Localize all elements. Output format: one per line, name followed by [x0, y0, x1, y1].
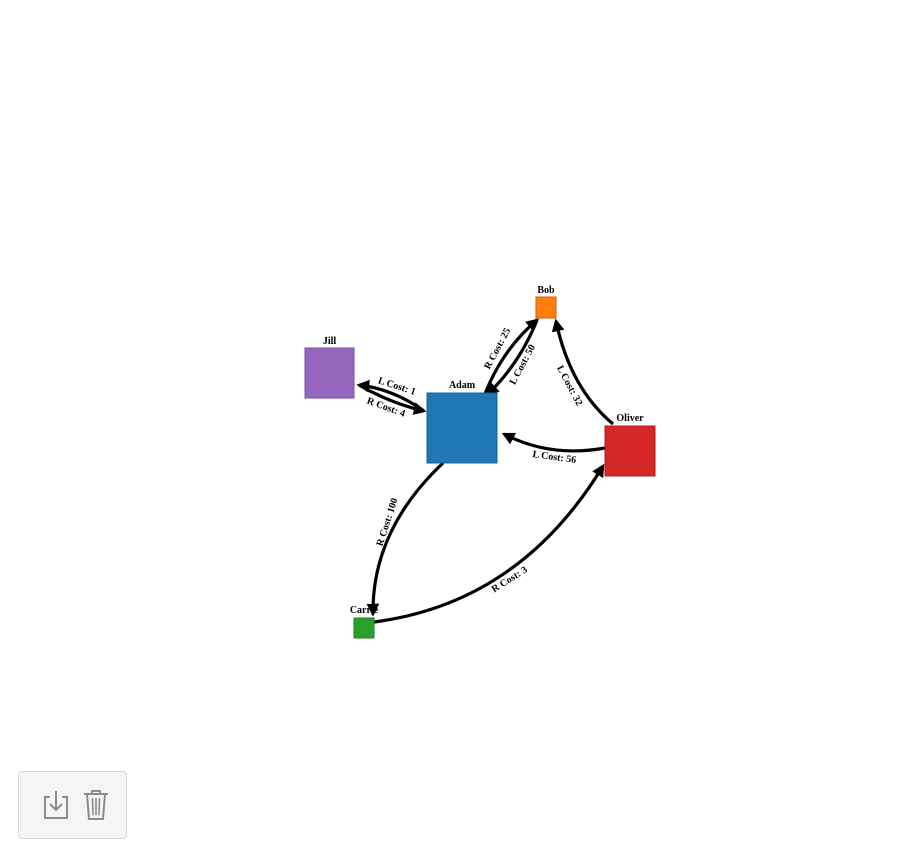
node-oliver[interactable]: [604, 425, 656, 477]
edge-adam-carrie[interactable]: [366, 461, 445, 617]
node-bob[interactable]: [535, 296, 557, 319]
node-jill[interactable]: [304, 347, 355, 399]
node-label-jill: Jill: [323, 336, 337, 347]
edge-bob-adam[interactable]: [486, 319, 539, 396]
node-adam[interactable]: [426, 392, 498, 464]
edges-layer: [356, 318, 615, 624]
node-label-oliver: Oliver: [616, 413, 644, 424]
edge-oliver-adam[interactable]: [501, 432, 606, 453]
nodes-layer: Jill Adam Bob Oliver Carrie: [304, 285, 656, 639]
node-carrie[interactable]: [353, 617, 375, 639]
edge-carrie-oliver[interactable]: [373, 463, 605, 624]
download-button[interactable]: [41, 788, 71, 822]
download-icon: [44, 791, 68, 819]
node-label-adam: Adam: [449, 380, 476, 391]
node-label-bob: Bob: [537, 285, 555, 296]
edge-jill-adam[interactable]: [358, 383, 427, 415]
trash-icon: [84, 790, 108, 820]
node-label-carrie: Carrie: [350, 605, 379, 616]
toolbar: [18, 771, 127, 839]
edge-oliver-bob[interactable]: [551, 318, 615, 426]
delete-button[interactable]: [81, 788, 111, 822]
